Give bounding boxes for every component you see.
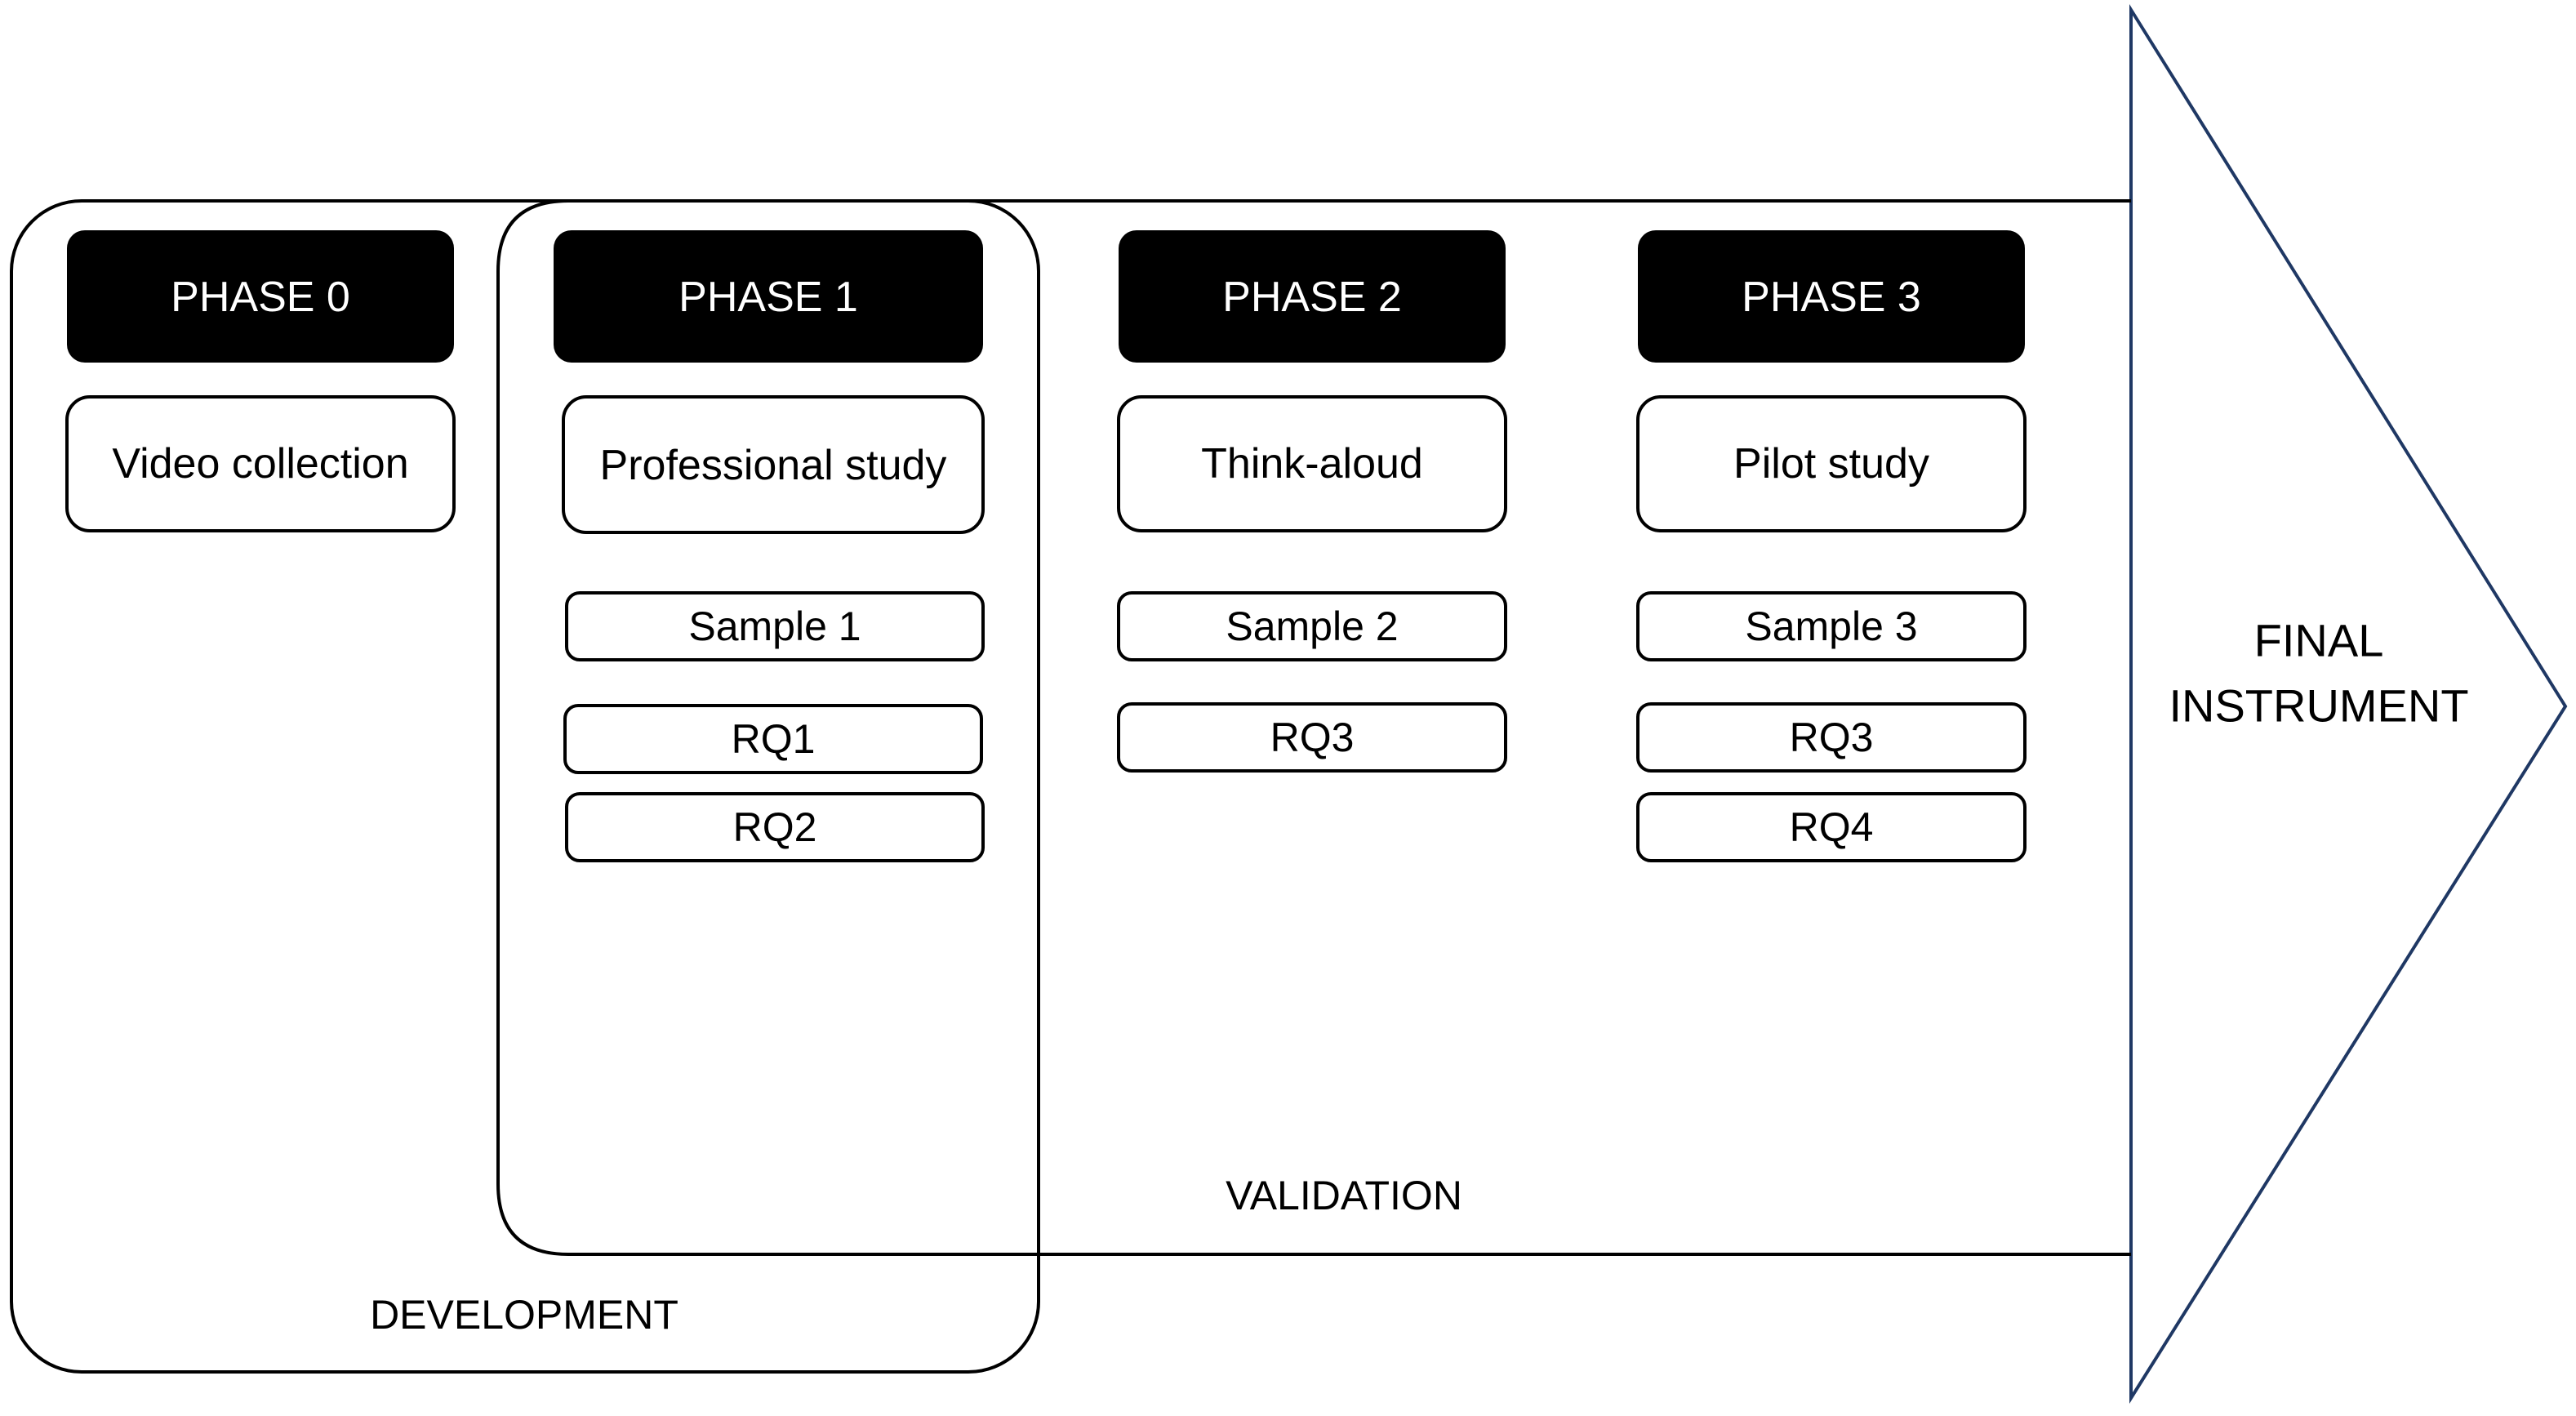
phase-0-header xyxy=(67,230,454,363)
validation-region xyxy=(496,199,2131,1256)
phase-1-rq-box-1 xyxy=(563,704,983,774)
phase-1-sample-label: Sample 1 xyxy=(688,603,861,649)
phase-0-activity-box xyxy=(65,395,456,532)
phase-3-rq-label-1: RQ3 xyxy=(1790,715,1874,760)
phase-1-rq-box-2 xyxy=(565,792,985,862)
phase-1-activity-label: Professional study xyxy=(600,442,947,489)
phase-3-header xyxy=(1638,230,2025,363)
final-instrument-label-line1: FINAL xyxy=(2254,615,2384,666)
development-region xyxy=(10,199,1040,1374)
phase-2-sample-box xyxy=(1117,591,1507,661)
phase-2-rq-box-1 xyxy=(1117,702,1507,773)
final-instrument-arrow xyxy=(2129,4,2568,1404)
phase-2-rq-label-1: RQ3 xyxy=(1270,715,1355,760)
phase-1-rq-label-2: RQ2 xyxy=(733,804,817,850)
phase-3-header-label: PHASE 3 xyxy=(1742,274,1921,321)
phase-1-activity-box xyxy=(562,395,985,534)
phase-2-header-label: PHASE 2 xyxy=(1222,274,1402,321)
phase-1-header xyxy=(554,230,983,363)
validation-label: VALIDATION xyxy=(1226,1173,1462,1218)
phase-0-activity-label: Video collection xyxy=(112,440,408,488)
phase-2-activity-box xyxy=(1117,395,1507,532)
phase-3-rq-label-2: RQ4 xyxy=(1790,804,1874,850)
phase-2-sample-label: Sample 2 xyxy=(1226,603,1398,649)
phase-3-rq-box-1 xyxy=(1636,702,2027,773)
development-label: DEVELOPMENT xyxy=(370,1292,678,1338)
phase-1-sample-box xyxy=(565,591,985,661)
phase-1-header-label: PHASE 1 xyxy=(678,274,858,321)
phase-2-activity-label: Think-aloud xyxy=(1201,440,1423,488)
phase-0-header-label: PHASE 0 xyxy=(171,274,350,321)
phase-3-rq-box-2 xyxy=(1636,792,2027,862)
final-instrument-label-line2: INSTRUMENT xyxy=(2169,680,2468,732)
phase-3-activity-label: Pilot study xyxy=(1733,440,1929,488)
phase-3-sample-box xyxy=(1636,591,2027,661)
phase-3-activity-box xyxy=(1636,395,2027,532)
phase-1-rq-label-1: RQ1 xyxy=(732,716,816,762)
phase-3-sample-label: Sample 3 xyxy=(1745,603,1917,649)
phase-2-header xyxy=(1119,230,1506,363)
